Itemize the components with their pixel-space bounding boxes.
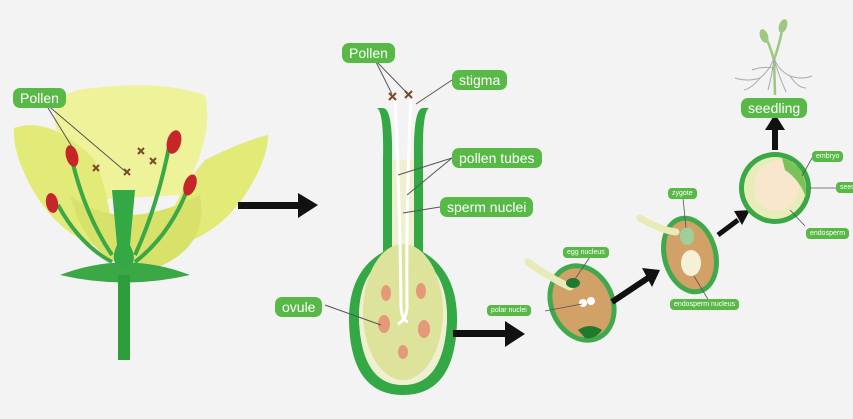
zygote-stage — [640, 198, 727, 301]
seedling-illustration — [735, 18, 812, 95]
arrow-2 — [453, 321, 525, 347]
endosperm-nucleus-cell — [681, 250, 701, 276]
pollen-label-flower: Pollen — [13, 88, 66, 108]
ovule-label: ovule — [275, 297, 322, 317]
seed-stage — [739, 152, 836, 226]
sperm-nuclei-label: sperm nuclei — [440, 197, 533, 217]
embryo-label: embryo — [812, 151, 843, 162]
seed-coat-label: seed — [836, 182, 853, 193]
stigma-pollen — [389, 91, 412, 100]
endosperm-nucleus-label: endosperm nucleus — [670, 299, 739, 310]
flower — [14, 85, 268, 360]
polar-nucleus-b — [587, 297, 595, 305]
endosperm-label: endosperm — [806, 228, 849, 239]
zygote-label: zygote — [668, 188, 697, 199]
pistil-section — [325, 60, 457, 395]
arrow-up — [765, 114, 785, 150]
arrow-1 — [238, 193, 318, 218]
arrow-3 — [612, 268, 660, 302]
stigma-label: stigma — [452, 70, 507, 90]
zygote-cell — [680, 227, 694, 245]
polar-nucleus-a — [579, 299, 587, 307]
egg-nucleus-label: egg nucleus — [563, 247, 609, 258]
flower-stem — [118, 275, 130, 360]
pollen-label-pistil: Pollen — [342, 43, 395, 63]
pollen-tubes-label: pollen tubes — [452, 148, 542, 168]
polar-nuclei-label: polar nuclei — [487, 305, 531, 316]
seedling-label: seedling — [741, 98, 807, 118]
egg-cell — [566, 278, 580, 288]
arrow-4 — [718, 210, 750, 235]
